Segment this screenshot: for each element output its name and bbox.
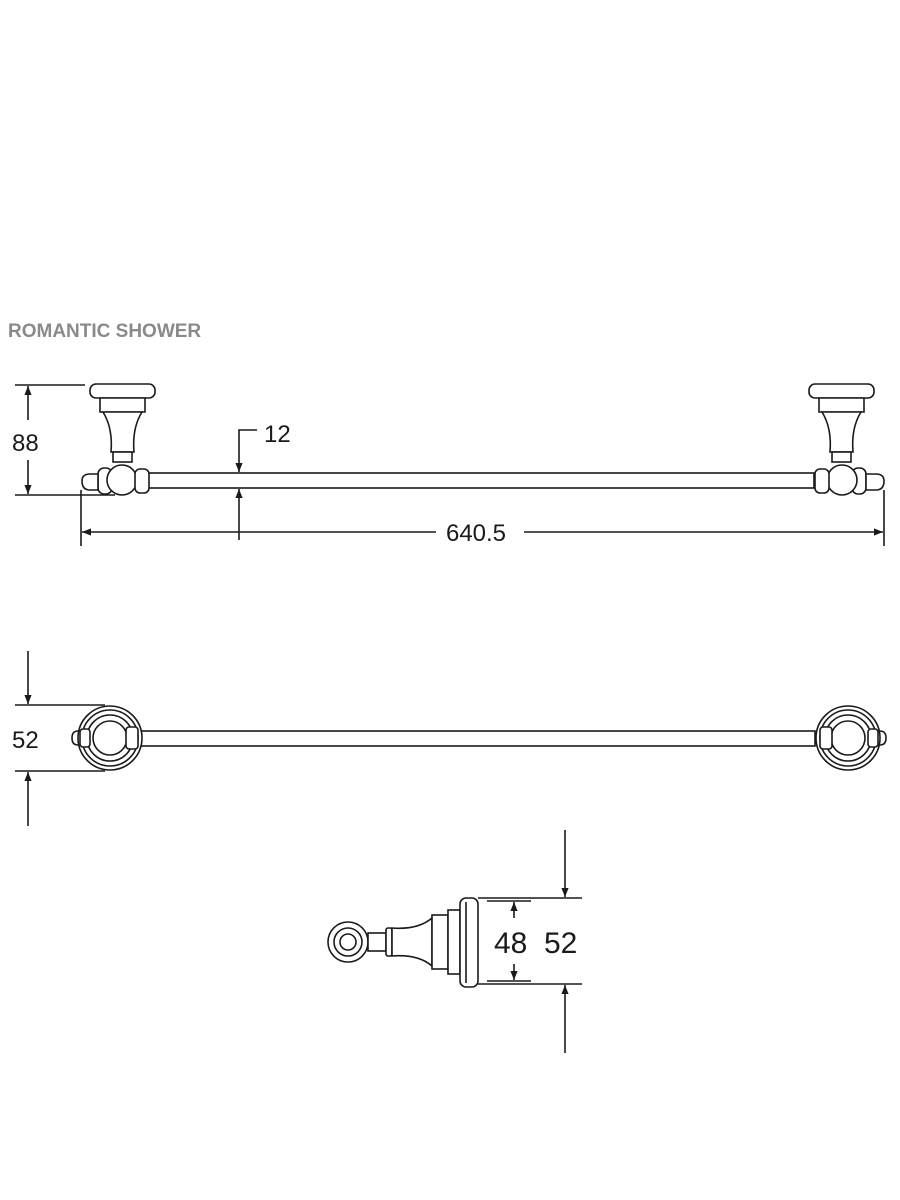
inner-diameter-dimension: 48 xyxy=(494,927,527,960)
left-bracket xyxy=(81,383,156,496)
front-view: 88 12 640.5 xyxy=(12,383,885,547)
outer-diameter-dimension: 52 xyxy=(544,927,577,960)
product-title: ROMANTIC SHOWER xyxy=(8,321,201,342)
depth-dimension: 52 xyxy=(12,727,39,754)
towel-bar-front xyxy=(81,383,885,496)
right-bracket xyxy=(808,383,885,496)
right-rosette xyxy=(815,705,887,771)
length-dimension: 640.5 xyxy=(446,520,506,547)
top-view: 52 xyxy=(12,651,887,826)
side-view: 48 52 xyxy=(327,830,582,1053)
height-dimension: 88 xyxy=(12,430,39,457)
bar-diameter-dimension: 12 xyxy=(264,421,291,448)
left-rosette xyxy=(71,705,143,771)
